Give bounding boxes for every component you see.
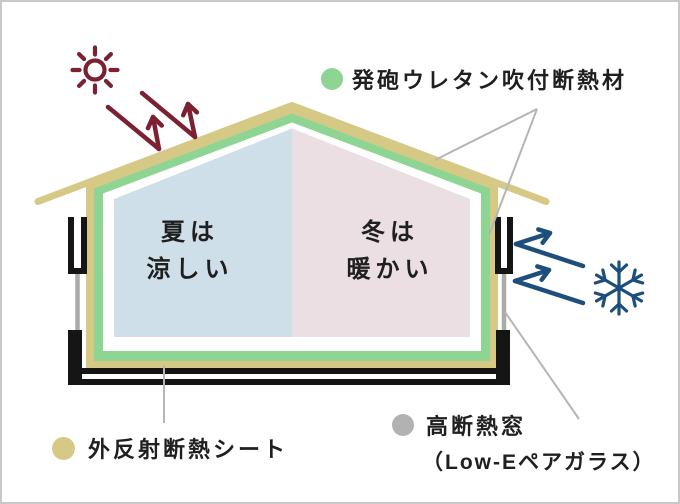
- legend-sheet-label: 外反射断熱シート: [88, 437, 289, 462]
- gray-dot-icon: [392, 414, 414, 436]
- winter-room-label: 冬は 暖かい: [346, 219, 434, 283]
- leader-urethane-wall: [488, 108, 538, 236]
- summer-room-area: [114, 128, 292, 337]
- summer-room-label: 夏は 涼しい: [146, 219, 234, 283]
- leader-window: [504, 311, 580, 420]
- legend-urethane: 発砲ウレタン吹付断熱材: [321, 63, 627, 95]
- winter-room-area: [292, 128, 470, 337]
- reflected-cold-air-arrows: [512, 227, 586, 306]
- legend-reflective-sheet: 外反射断熱シート: [52, 432, 288, 464]
- leader-urethane-roof: [434, 108, 538, 161]
- foundation: [68, 330, 510, 385]
- sun-icon: [70, 45, 120, 95]
- legend-urethane-label: 発砲ウレタン吹付断熱材: [352, 68, 628, 93]
- right-window: [495, 217, 513, 330]
- legend-window-sublabel: （Low-Eペアガラス）: [422, 451, 656, 474]
- roof-reflective-sheet: [34, 102, 550, 205]
- legend-window-label: 高断熱窓: [426, 414, 527, 439]
- tan-dot-icon: [52, 436, 75, 460]
- legend-insulated-window: 高断熱窓 （Low-Eペアガラス）: [392, 409, 656, 476]
- reflected-sunlight-arrows: [105, 90, 200, 152]
- left-window: [68, 217, 87, 330]
- house-shell: [34, 102, 550, 368]
- leader-lines: [163, 108, 580, 423]
- right-window-frame: [495, 217, 513, 274]
- left-window-frame: [68, 217, 87, 274]
- green-dot-icon: [321, 68, 343, 90]
- snowflake-icon: [593, 260, 645, 316]
